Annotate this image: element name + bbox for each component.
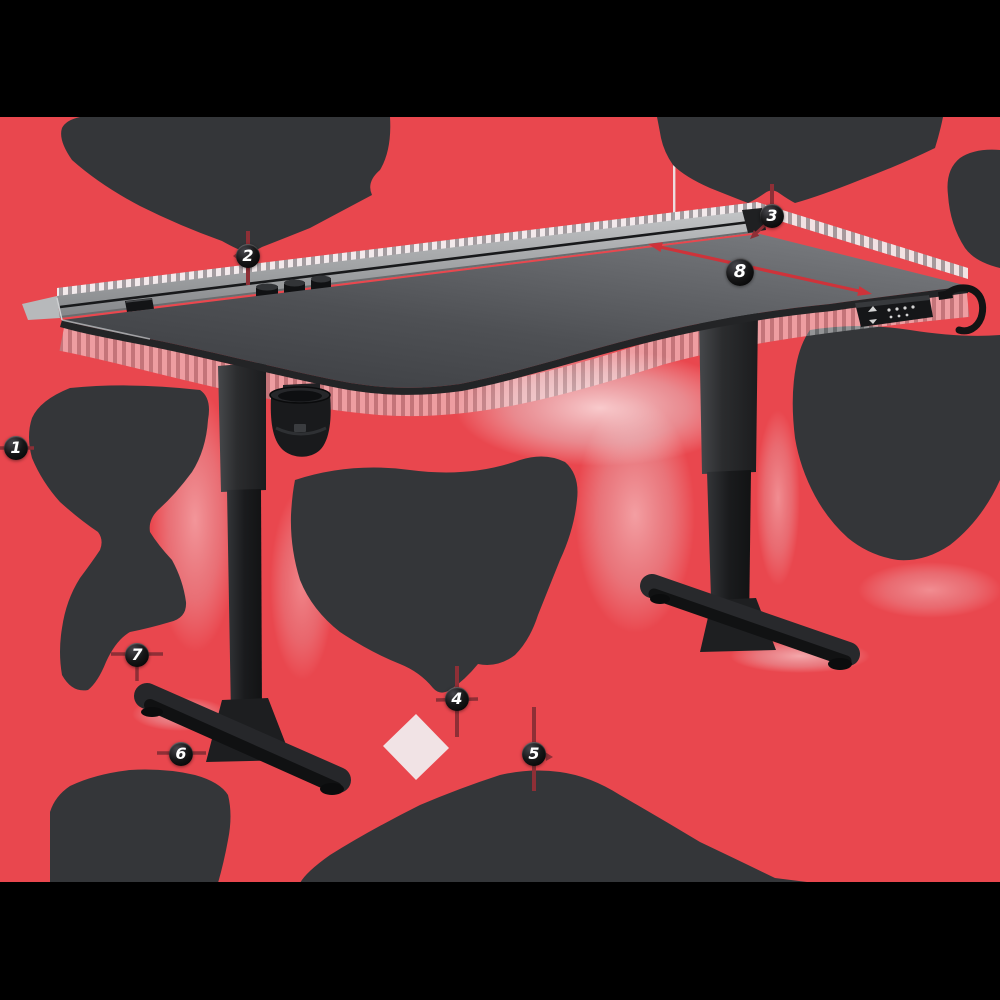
- keypad-buttons: [868, 305, 915, 324]
- callout-5: 5: [522, 742, 546, 766]
- white-diamond-remnant: [383, 714, 449, 780]
- rail-left-end-cap: [22, 296, 60, 320]
- keypad-top-edge: [855, 295, 930, 308]
- left-foot: [134, 683, 351, 793]
- left-foot-rear-pad: [320, 783, 344, 795]
- desk-legs: [134, 312, 860, 795]
- thin-white-line: [673, 119, 676, 223]
- headphone-hook: [938, 284, 987, 335]
- right-foot-underside: [648, 588, 852, 667]
- right-leg-lower-column: [707, 470, 751, 630]
- left-leg-lower-column: [227, 489, 262, 716]
- right-foot: [640, 574, 860, 666]
- callout-7: 7: [125, 643, 149, 667]
- depth-arrow: [648, 242, 872, 296]
- rail-clip-highlight: [125, 298, 153, 303]
- cup-holder: [269, 383, 331, 457]
- right-edge-stripes: [757, 202, 968, 279]
- redacted-blob-top-right: [657, 117, 943, 203]
- callout-6: 6: [169, 742, 193, 766]
- bottom-letterbox-bar: [0, 882, 1000, 1000]
- tabletop-left-tip-highlight: [56, 297, 63, 321]
- depth-arrow-head-left: [648, 242, 663, 252]
- redacted-blob-right-edge: [947, 149, 1000, 268]
- cup-holder-band: [275, 426, 327, 436]
- redacted-blob-right: [792, 326, 1000, 561]
- redacted-label-blobs: [29, 117, 1000, 883]
- rail-slot: [59, 219, 759, 309]
- redacted-blob-bottom-left: [50, 769, 231, 883]
- callout-3: 3: [760, 204, 784, 228]
- rail-bottom-shadow: [59, 230, 761, 318]
- top-letterbox-bar: [0, 0, 1000, 117]
- front-edge-streaks: [59, 291, 970, 417]
- cup-holder-body: [270, 389, 331, 457]
- left-foot-front-pad: [141, 707, 163, 717]
- cable-tray-rail: [22, 208, 766, 320]
- control-keypad: [855, 295, 933, 327]
- callout-1: 1: [4, 436, 28, 460]
- pointer-head-3: [750, 230, 760, 239]
- right-foot-front-pad: [650, 594, 670, 604]
- tabletop-front-edge: [60, 286, 968, 395]
- cup-holder-inner: [278, 390, 322, 402]
- redacted-blob-center: [290, 456, 578, 693]
- left-foot-underside: [144, 699, 342, 794]
- right-leg-upper-column: [699, 312, 758, 474]
- left-leg-upper-column: [218, 362, 266, 492]
- redacted-blob-bottom-center: [300, 770, 815, 883]
- depth-arrow-head-right: [857, 286, 872, 296]
- pointer-head-5: [545, 752, 553, 761]
- callout-4: 4: [445, 687, 469, 711]
- redacted-blob-top-left: [61, 117, 391, 253]
- callout-2: 2: [236, 244, 260, 268]
- tabletop-left-edge-highlight: [61, 319, 151, 340]
- cup-holder-label: [294, 424, 306, 432]
- right-foot-rear-pad: [828, 658, 852, 670]
- redacted-blob-left: [29, 385, 209, 691]
- callout-8: 8: [726, 258, 754, 286]
